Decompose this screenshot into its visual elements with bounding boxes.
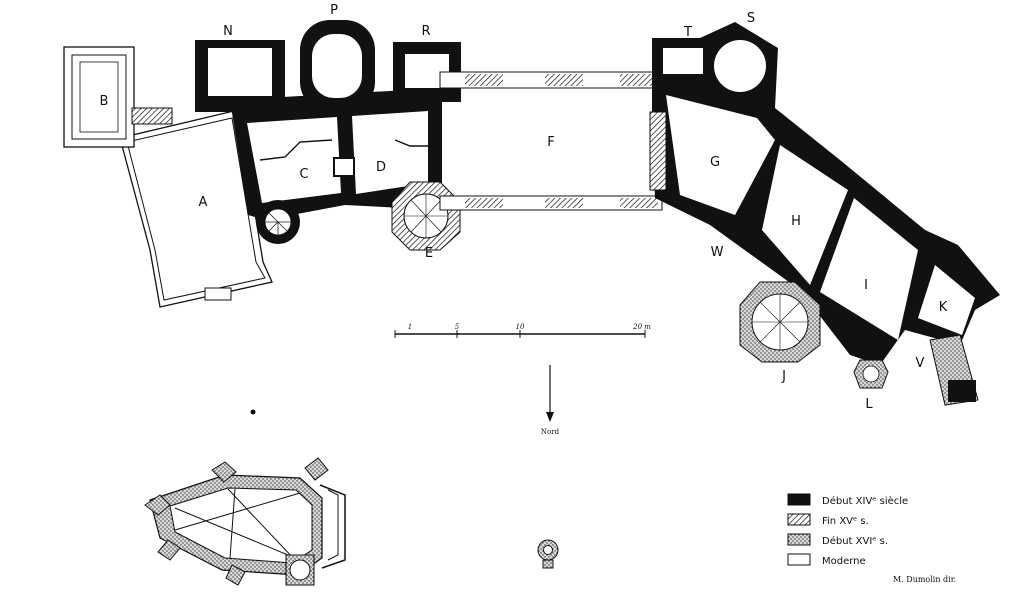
author-credit: M. Dumolin dir. <box>893 575 956 584</box>
room-label-r: R <box>421 24 430 39</box>
scale-bar: 1 5 10 20 m <box>394 323 651 338</box>
room-label-i: I <box>864 278 868 293</box>
room-label-d: D <box>376 160 386 175</box>
room-label-g: G <box>710 155 720 170</box>
room-label-v: V <box>916 356 925 371</box>
room-label-s: S <box>747 11 755 26</box>
legend-label: Début XVIᵉ s. <box>822 535 888 547</box>
room-label-a: A <box>199 195 208 210</box>
scale-tick-label: 20 m <box>632 323 651 331</box>
gallery-f <box>439 71 663 211</box>
legend-label: Début XIVᵉ siècle <box>822 495 908 507</box>
room-label-e: E <box>425 246 433 261</box>
scale-tick-label: 5 <box>455 323 460 331</box>
room-label-c: C <box>299 167 308 182</box>
keep-block <box>195 20 461 251</box>
room-label-k: K <box>939 300 948 315</box>
scale-tick-label: 10 <box>516 323 525 331</box>
north-arrow: Nord <box>541 365 560 436</box>
east-wing <box>649 22 1000 406</box>
room-labels: A B C D E F G H I J K L N P R S T V W <box>100 3 948 412</box>
legend: Début XIVᵉ siècle Fin XVᵉ s. Début XVIᵉ … <box>787 493 908 567</box>
room-label-h: H <box>791 214 801 229</box>
room-label-p: P <box>330 3 338 18</box>
room-label-w: W <box>711 245 724 260</box>
scale-tick-label: 1 <box>408 323 412 331</box>
room-label-n: N <box>223 24 233 39</box>
room-label-j: J <box>781 369 786 384</box>
legend-label: Moderne <box>822 556 866 567</box>
well-symbol <box>537 539 559 569</box>
room-label-f: F <box>547 135 554 150</box>
modern-wing <box>63 46 273 308</box>
north-label: Nord <box>541 428 560 436</box>
legend-swatch-early-14th <box>787 493 811 506</box>
legend-swatch-early-16th <box>787 533 811 546</box>
legend-swatch-modern <box>787 553 811 566</box>
legend-swatch-late-15th <box>787 513 811 526</box>
marker-dot <box>250 409 256 415</box>
room-label-b: B <box>100 94 109 109</box>
legend-label: Fin XVᵉ s. <box>822 516 869 527</box>
room-label-t: T <box>683 25 692 40</box>
inset-plan <box>144 457 346 586</box>
room-label-l: L <box>865 397 873 412</box>
